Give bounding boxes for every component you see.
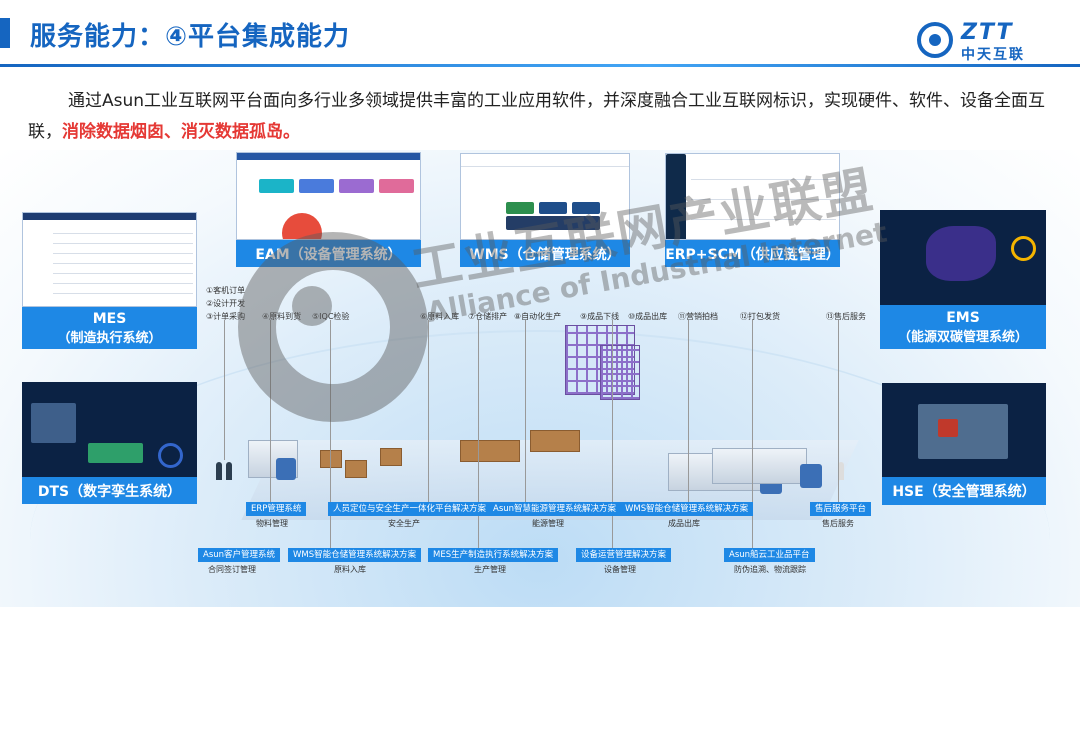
solution-box: 设备运营管理解决方案 [576,548,672,562]
truck-cab [276,458,296,480]
process-step: ⑧自动化生产 [514,312,562,321]
scene-arc [30,330,1050,750]
mes-label: MES （制造执行系统） [22,307,197,349]
eam-screenshot [236,152,421,240]
truck-body [712,448,807,484]
description-paragraph: 通过Asun工业互联网平台面向多行业多领域提供丰富的工业应用软件，并深度融合工业… [28,86,1053,148]
solution-subtitle: 设备管理 [604,565,636,574]
solution-subtitle: 合同签订管理 [208,565,256,574]
connector-line [224,320,225,460]
solution-box: 人员定位与安全生产一体化平台解决方案 [328,502,492,516]
connector-line [525,320,526,502]
process-step: ①客机订单 [206,286,246,295]
process-step: ②设计开发 [206,299,246,308]
solution-box: Asun智慧能源管理系统解决方案 [488,502,622,516]
solution-box: Asun客户管理系统 [198,548,281,562]
connector-line [838,320,839,502]
connector-line [478,320,479,548]
description-text: 通过Asun工业互联网平台面向多行业多领域提供丰富的工业应用软件，并深度融合工业… [28,91,1046,142]
cargo-box [380,448,402,466]
process-step: ③计单采购 [206,312,246,321]
mes-screenshot [22,212,197,307]
hse-label-name: HSE（安全管理系统） [892,484,1036,500]
page-title: 服务能力：④平台集成能力 [30,22,351,52]
solution-box: ERP管理系统 [246,502,307,516]
solution-subtitle: 成品出库 [668,519,700,528]
header-divider [0,64,1080,67]
process-step: ⑩成品出库 [628,312,668,321]
description-highlight: 消除数据烟囱、消灭数据孤岛。 [62,122,300,142]
solution-subtitle: 物料管理 [256,519,288,528]
solution-subtitle: 原料入库 [334,565,366,574]
process-step: ⑦仓储排产 [468,312,508,321]
person-figure [838,462,844,480]
title-accent-bar [0,18,10,48]
wms-label-name: WMS（仓储管理系统） [469,246,621,263]
cargo-pallet [460,440,520,462]
cargo-pallet [530,430,580,452]
logo-text-en: ZTT [961,20,1014,45]
person-figure [226,462,232,480]
dts-label-name: DTS（数字孪生系统） [37,483,182,500]
dts-label: DTS（数字孪生系统） [22,477,197,504]
cargo-box [320,450,342,468]
process-step: ⑨成品下线 [580,312,620,321]
solution-box: WMS智能仓储管理系统解决方案 [288,548,422,562]
erp-label: ERP+SCM（供应链管理） [665,240,840,267]
logo-emblem-icon [917,22,953,58]
erp-screenshot [665,153,840,240]
process-step: ⑪营销拍档 [678,312,718,321]
connector-line [270,320,271,502]
solution-subtitle: 能源管理 [532,519,564,528]
solution-box: Asun船云工业品平台 [724,548,815,562]
solution-subtitle: 安全生产 [388,519,420,528]
solution-box: MES生产制造执行系统解决方案 [428,548,559,562]
hse-screenshot [882,383,1046,477]
wms-label: WMS（仓储管理系统） [460,240,630,267]
dts-screenshot [22,382,197,477]
logo-text-cn: 中天互联 [961,47,1025,63]
process-step: ⑫打包发货 [740,312,780,321]
ems-label-full: （能源双碳管理系统） [897,329,1028,345]
erp-label-name: ERP+SCM（供应链管理） [665,246,840,263]
connector-line [752,320,753,548]
solution-box: WMS智能仓储管理系统解决方案 [620,502,754,516]
connector-line [688,320,689,502]
truck-cab [800,464,822,488]
ztt-logo: ZTT 中天互联 [917,20,1042,63]
connector-line [428,320,429,502]
cargo-box [345,460,367,478]
ems-screenshot [880,210,1046,305]
hse-label: HSE（安全管理系统） [882,477,1046,505]
process-step: ⑬售后服务 [826,312,866,321]
wms-screenshot [460,153,630,240]
solution-subtitle: 防伪追溯、物流跟踪 [734,565,806,574]
solution-subtitle: 生产管理 [474,565,506,574]
solution-subtitle: 售后服务 [822,519,854,528]
connector-line [330,320,331,548]
connector-line [612,320,613,548]
ems-label-name: EMS [946,309,980,326]
mes-label-full: （制造执行系统） [57,330,162,346]
solution-box: 售后服务平台 [810,502,872,516]
person-figure [216,462,222,480]
storage-rack [600,345,640,400]
watermark-gear-icon [238,232,428,422]
process-step: ⑥原料入库 [420,312,460,321]
ems-label: EMS （能源双碳管理系统） [880,305,1046,349]
mes-label-name: MES [92,310,127,327]
